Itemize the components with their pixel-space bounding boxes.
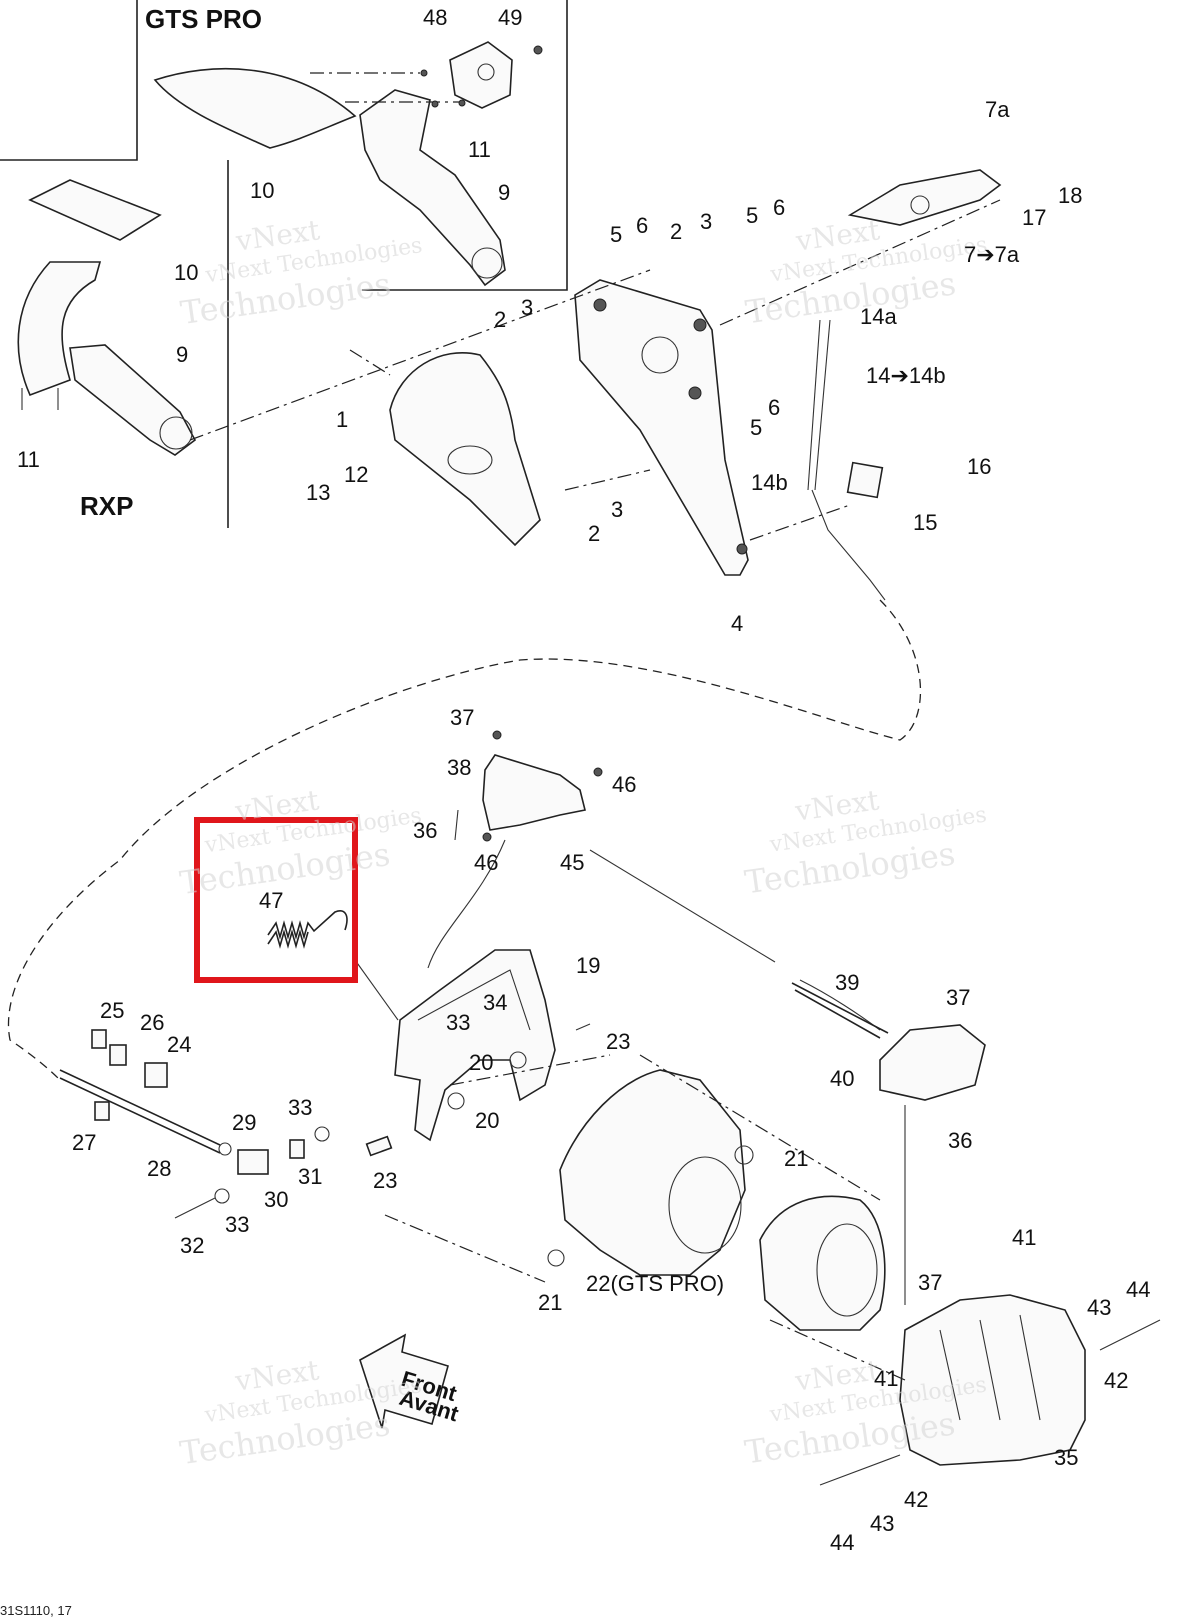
part-label-33: 33 — [446, 1010, 470, 1035]
watermark-3: vNext vNext Technologies Technologies — [177, 783, 423, 902]
part-label-42: 42 — [1104, 1368, 1128, 1393]
part-label-13: 13 — [306, 480, 330, 505]
part-label-12: 12 — [344, 462, 368, 487]
part-label-44: 44 — [1126, 1277, 1150, 1302]
rxp-title: RXP — [80, 491, 133, 521]
part-label-36: 36 — [413, 818, 437, 843]
part-label-37: 37 — [946, 985, 970, 1010]
part-label-10: 10 — [174, 260, 198, 285]
part-label-2: 2 — [588, 521, 600, 546]
part-label-45: 45 — [560, 850, 584, 875]
front-direction-arrow: Front Avant — [359, 1333, 462, 1429]
part-label-22-gts-pro: 22(GTS PRO) — [586, 1271, 724, 1296]
part-label-20: 20 — [475, 1108, 499, 1133]
part-label-3: 3 — [700, 209, 712, 234]
part-label-9: 9 — [498, 180, 510, 205]
part-label-23: 23 — [606, 1029, 630, 1054]
highlight-box — [194, 817, 358, 983]
diagram-reference: 31S1110, 17 — [0, 1603, 72, 1618]
part-label-37: 37 — [918, 1270, 942, 1295]
part-label-34: 34 — [483, 990, 507, 1015]
lower-assembly — [59, 730, 1161, 1486]
part-label-5: 5 — [610, 222, 622, 247]
cable-route — [7, 599, 922, 1081]
part-label-16: 16 — [967, 454, 991, 479]
part-label-20: 20 — [469, 1050, 493, 1075]
gts-pro-inset — [0, 0, 568, 291]
part-label-46: 46 — [474, 850, 498, 875]
part-label-3: 3 — [521, 295, 533, 320]
part-label-10: 10 — [250, 178, 274, 203]
part-label-24: 24 — [167, 1032, 191, 1057]
part-label-23: 23 — [373, 1168, 397, 1193]
part-label-40: 40 — [830, 1066, 854, 1091]
upper-assembly — [189, 169, 1002, 601]
part-label-11: 11 — [17, 447, 40, 472]
part-label-3: 3 — [611, 497, 623, 522]
part-label-43: 43 — [870, 1511, 894, 1536]
part-label-26: 26 — [140, 1010, 164, 1035]
part-label-21: 21 — [538, 1290, 562, 1315]
part-label-9: 9 — [176, 342, 188, 367]
part-label-32: 32 — [180, 1233, 204, 1258]
rxp-parts — [17, 179, 197, 456]
part-label-35: 35 — [1054, 1445, 1078, 1470]
part-label-15: 15 — [913, 510, 937, 535]
part-label-33: 33 — [225, 1212, 249, 1237]
part-label-21: 21 — [784, 1146, 808, 1171]
part-label-39: 39 — [835, 970, 859, 995]
part-label-36: 36 — [948, 1128, 972, 1153]
gts-pro-title: GTS PRO — [145, 4, 262, 34]
watermark-1: vNext vNext Technologies Technologies — [178, 213, 424, 332]
part-label-11: 11 — [468, 137, 491, 162]
part-label-49: 49 — [498, 5, 522, 30]
spring-47 — [267, 910, 348, 949]
part-label-18: 18 — [1058, 183, 1082, 208]
part-label-25: 25 — [100, 998, 124, 1023]
part-label-6: 6 — [636, 213, 648, 238]
part-label-6: 6 — [768, 395, 780, 420]
part-labels: 48 49 11 10 9 10 9 11 7a 18 17 7➔7a 5 6 … — [17, 5, 1150, 1555]
part-label-6: 6 — [773, 195, 785, 220]
part-label-41: 41 — [874, 1366, 898, 1391]
part-label-47: 47 — [259, 888, 283, 913]
part-label-29: 29 — [232, 1110, 256, 1135]
part-label-48: 48 — [423, 5, 447, 30]
watermark-4: vNext vNext Technologies Technologies — [742, 783, 988, 901]
part-label-1: 1 — [336, 407, 348, 432]
part-label-2: 2 — [670, 219, 682, 244]
part-label-5: 5 — [750, 415, 762, 440]
part-label-33: 33 — [288, 1095, 312, 1120]
part-label-46: 46 — [612, 772, 636, 797]
part-label-17: 17 — [1022, 205, 1046, 230]
part-label-41: 41 — [1012, 1225, 1036, 1250]
part-label-44: 44 — [830, 1530, 854, 1555]
part-label-4: 4 — [731, 611, 743, 636]
part-label-31: 31 — [298, 1164, 322, 1189]
part-label-5: 5 — [746, 203, 758, 228]
part-label-38: 38 — [447, 755, 471, 780]
part-label-37: 37 — [450, 705, 474, 730]
part-label-43: 43 — [1087, 1295, 1111, 1320]
part-label-28: 28 — [147, 1156, 171, 1181]
part-label-2: 2 — [494, 307, 506, 332]
part-label-14a: 14a — [860, 304, 897, 329]
gts-pro-parts — [153, 41, 543, 287]
part-label-14-to-14b: 14➔14b — [866, 363, 946, 388]
part-label-14b: 14b — [751, 470, 788, 495]
watermark-2: vNext vNext Technologies Technologies — [743, 213, 989, 331]
part-label-19: 19 — [576, 953, 600, 978]
part-label-27: 27 — [72, 1130, 96, 1155]
part-label-30: 30 — [264, 1187, 288, 1212]
part-label-7-to-7a: 7➔7a — [964, 242, 1020, 267]
part-label-42: 42 — [904, 1487, 928, 1512]
part-label-7a: 7a — [985, 97, 1010, 122]
